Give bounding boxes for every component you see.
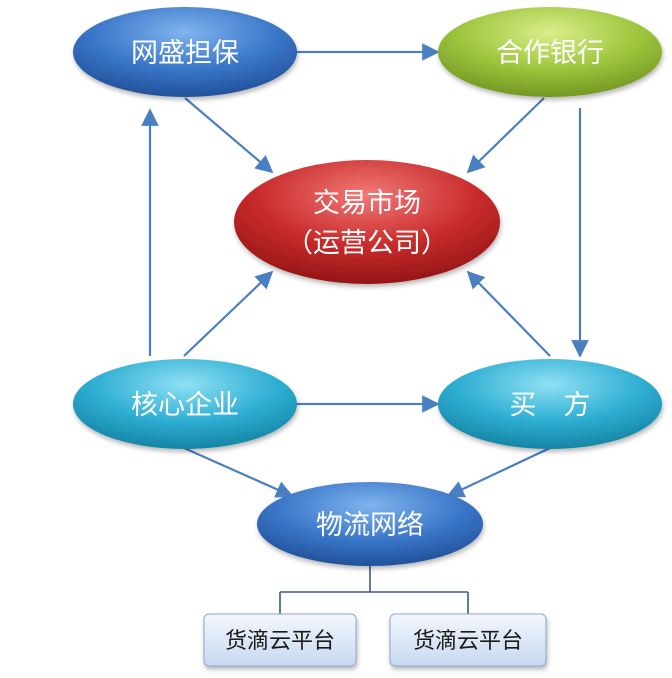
label-market-line2: （运营公司） xyxy=(286,228,448,259)
label-guarantee: 网盛担保 xyxy=(131,38,239,69)
node-bank xyxy=(438,7,662,97)
label-buyer: 买 方 xyxy=(510,390,591,421)
node-platform-b xyxy=(389,613,547,667)
arrow-core-to-market xyxy=(183,270,274,357)
label-platform-b: 货滴云平台 xyxy=(413,629,523,654)
arrow-buyer-to-logistics xyxy=(446,447,551,498)
platform-connector xyxy=(279,566,469,614)
label-logistics: 物流网络 xyxy=(316,510,424,541)
arrow-guarantee-to-market xyxy=(184,97,274,174)
node-logistics xyxy=(257,482,483,566)
label-core-enterprise: 核心企业 xyxy=(131,390,239,421)
label-bank: 合作银行 xyxy=(496,38,604,69)
arrow-buyer-to-market xyxy=(466,270,551,357)
node-market xyxy=(234,160,500,284)
node-buyer xyxy=(438,359,662,449)
arrow-bank-to-market xyxy=(466,97,545,174)
node-core-enterprise xyxy=(73,359,297,449)
label-platform-a: 货滴云平台 xyxy=(225,629,335,654)
node-platform-a xyxy=(203,613,357,667)
node-guarantee xyxy=(73,7,297,97)
arrow-layer xyxy=(141,43,589,498)
arrow-core-to-logistics xyxy=(183,446,294,498)
label-market-line1: 交易市场 xyxy=(313,188,421,219)
